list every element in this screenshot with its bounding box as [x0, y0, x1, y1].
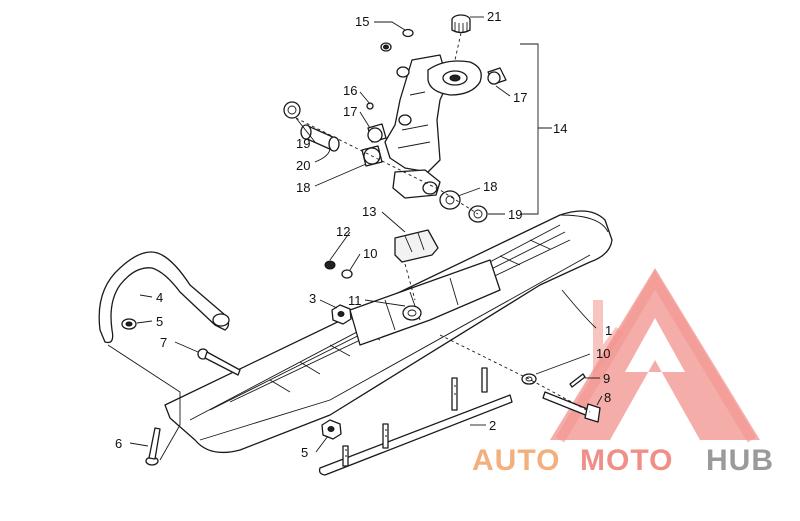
callout-numbers: 21 15 17 14 16 17 19 20 18 18 19 13 12 1… — [115, 9, 612, 460]
callout-10-upper: 10 — [363, 246, 377, 261]
watermark-word-moto: MOTO — [580, 444, 673, 477]
callout-3: 3 — [309, 291, 316, 306]
spindle-part-14 — [384, 54, 482, 199]
callout-15: 15 — [355, 14, 369, 29]
watermark-text: AUTO MOTO HUB — [472, 444, 774, 477]
callout-10-lower: 10 — [596, 346, 610, 361]
watermark-triangle — [550, 268, 760, 440]
watermark-logo — [550, 268, 760, 443]
nut-part-3 — [331, 304, 352, 325]
grease-fitting-part-16 — [366, 102, 374, 110]
bolt-part-6 — [145, 427, 161, 466]
callout-8: 8 — [604, 390, 611, 405]
bushing-part-17-right — [487, 67, 507, 85]
callout-19-left: 19 — [296, 136, 310, 151]
washer-part-10-lower — [521, 373, 537, 385]
sleeve-part-20 — [300, 124, 340, 152]
callout-21: 21 — [487, 9, 501, 24]
callout-2: 2 — [489, 418, 496, 433]
callout-13: 13 — [362, 204, 376, 219]
leader-lines — [107, 16, 603, 461]
callout-17-left: 17 — [343, 104, 357, 119]
callout-12: 12 — [336, 224, 350, 239]
nut-part-5-lower — [321, 419, 342, 440]
cap-part-21 — [451, 14, 471, 34]
nut-part-12 — [324, 260, 336, 270]
callout-5-upper: 5 — [156, 314, 163, 329]
washer-hole — [125, 321, 133, 327]
washer-part-15-a — [402, 28, 414, 38]
callout-5-lower: 5 — [301, 445, 308, 460]
callout-20: 20 — [296, 158, 310, 173]
bushing-part-19-left — [283, 101, 301, 119]
ski-handle-loop — [98, 251, 230, 344]
washer-part-10-upper — [341, 269, 353, 279]
ski-saddle-bracket — [349, 259, 501, 346]
callout-6: 6 — [115, 436, 122, 451]
watermark-word-hub: HUB — [706, 444, 774, 477]
bushing-part-18-right — [439, 190, 461, 210]
callout-18-right: 18 — [483, 179, 497, 194]
callout-7: 7 — [160, 335, 167, 350]
callout-14: 14 — [553, 121, 567, 136]
bolt-part-7 — [197, 348, 241, 376]
callout-11: 11 — [348, 293, 362, 308]
callout-9: 9 — [603, 371, 610, 386]
callout-19-right: 19 — [508, 207, 522, 222]
cotter-pin-part-9 — [569, 373, 586, 388]
callout-4: 4 — [156, 290, 163, 305]
callout-18-left: 18 — [296, 180, 310, 195]
watermark-triangle-outline — [555, 270, 757, 443]
callout-1: 1 — [605, 323, 612, 338]
bushing-part-17-left — [367, 123, 387, 143]
wear-bar-part-2 — [318, 367, 513, 476]
rubber-bumper-part-13 — [394, 229, 439, 263]
callout-17-right: 17 — [513, 90, 527, 105]
callout-16: 16 — [343, 83, 357, 98]
watermark-word-auto: AUTO — [472, 444, 560, 477]
